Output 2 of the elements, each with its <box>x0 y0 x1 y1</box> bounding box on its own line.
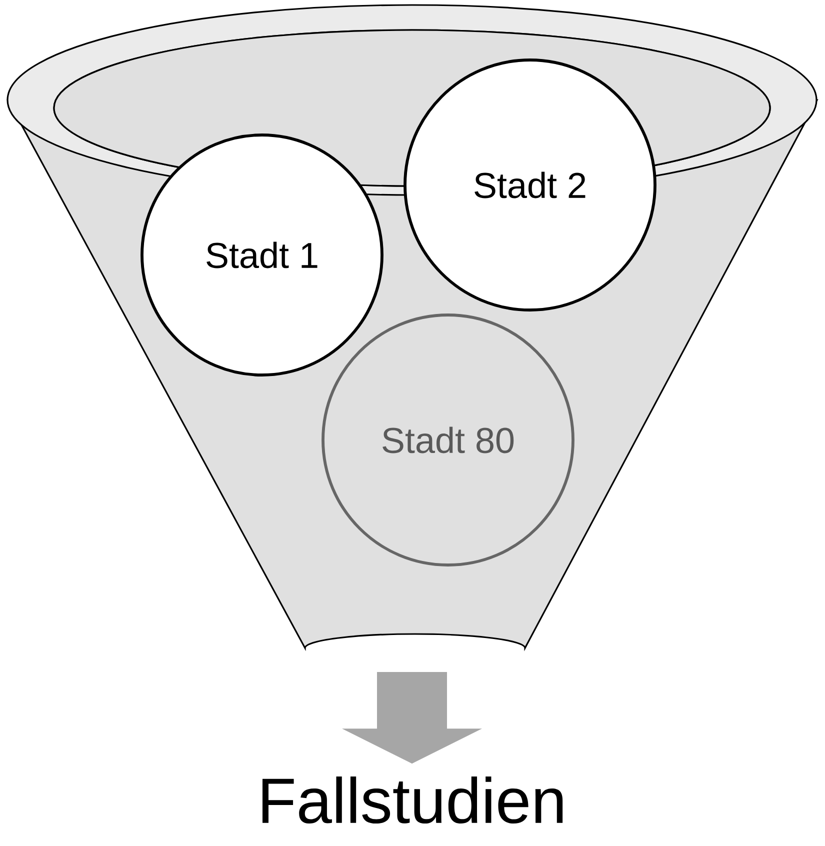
result-label: Fallstudien <box>262 776 563 824</box>
arrow <box>342 672 482 764</box>
